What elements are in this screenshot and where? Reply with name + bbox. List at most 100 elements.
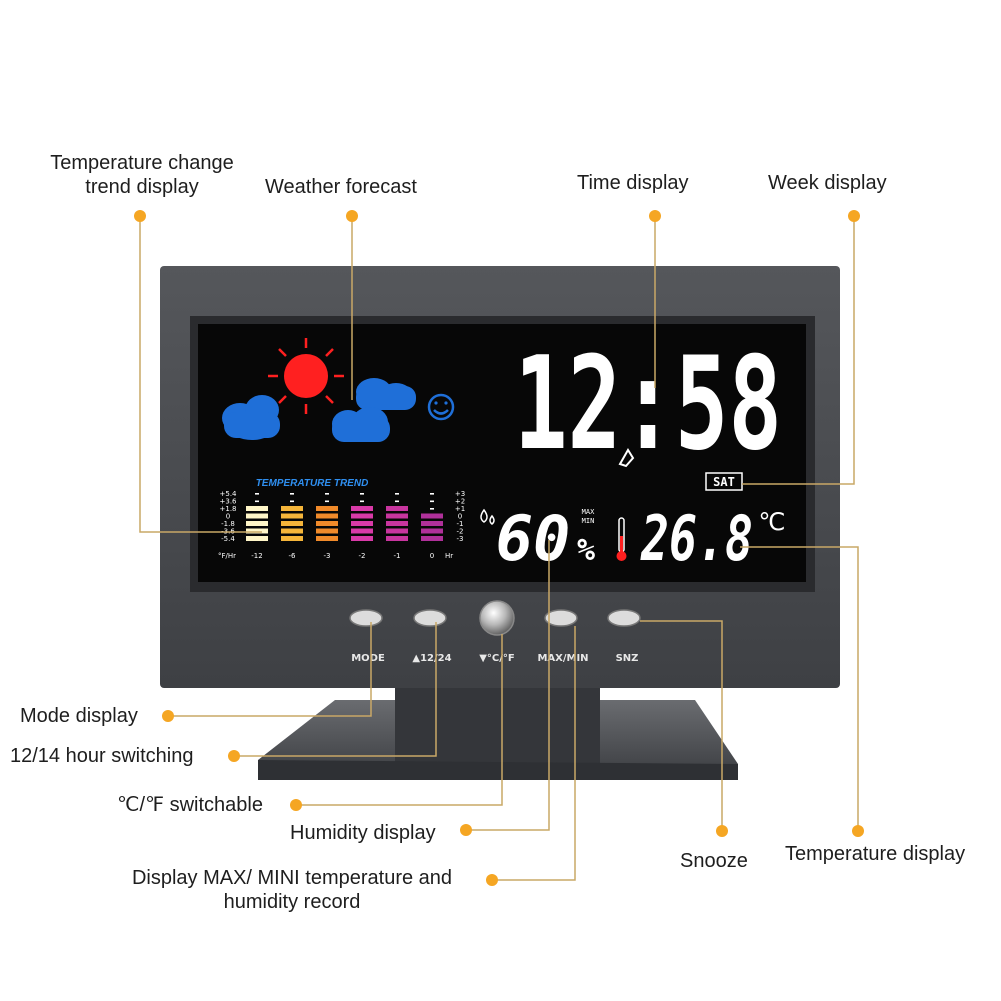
- button-snooze-label: SNZ: [616, 653, 639, 664]
- trend-right-tick: +1: [455, 505, 465, 513]
- label-humidity: Humidity display: [290, 822, 436, 844]
- button-mode[interactable]: MODE: [349, 609, 385, 664]
- label-trend-line2: trend display: [85, 176, 199, 198]
- trend-hour-label: -3: [324, 552, 331, 560]
- trend-bar-segment: [421, 513, 443, 519]
- trend-bar-segment: [316, 528, 338, 534]
- dot-snooze: [716, 825, 728, 837]
- dot-temperature: [852, 825, 864, 837]
- trend-bar-segment: [386, 513, 408, 519]
- dot-trend: [134, 210, 146, 222]
- label-time: Time display: [577, 172, 689, 194]
- leader-lines: [139, 216, 859, 881]
- leader-hour: [234, 622, 437, 757]
- trend-bar-segment: [351, 536, 373, 541]
- dot-hour: [228, 750, 240, 762]
- thermometer-icon: [616, 517, 627, 561]
- trend-bar-segment: [246, 536, 268, 541]
- button-snooze[interactable]: SNZ: [607, 609, 641, 664]
- trend-left-tick: -1.8: [221, 520, 235, 528]
- label-maxmin-line1: Display MAX/ MINI temperature and: [131, 867, 453, 889]
- trend-axis-left: °F/Hr: [218, 552, 236, 560]
- trend-hour-label: -6: [289, 552, 297, 560]
- trend-bar-segment: [421, 536, 443, 541]
- leader-maxmin: [492, 626, 576, 881]
- trend-bar-segment: [281, 521, 303, 526]
- trend-bar-segment: [421, 521, 443, 526]
- trend-bar-segment: [421, 528, 443, 534]
- leader-snooze: [640, 620, 723, 831]
- bell-icon: [618, 448, 635, 468]
- trend-bar-segment: [316, 506, 338, 511]
- label-week: Week display: [768, 172, 887, 194]
- trend-bar-segment: [386, 528, 408, 534]
- weekday-display: SAT: [713, 475, 735, 489]
- trend-left-tick: +1.8: [220, 505, 237, 513]
- trend-bar-segment: [386, 536, 408, 541]
- humidity-unit: %: [577, 533, 595, 568]
- trend-left-tick: +5.4: [220, 490, 238, 498]
- leader-humidity: [466, 540, 550, 831]
- trend-bar-dash: [325, 493, 329, 495]
- leader-week: [742, 216, 855, 485]
- leader-mode: [168, 622, 372, 717]
- trend-left-tick: -5.4: [221, 535, 235, 543]
- trend-bar-segment: [281, 506, 303, 511]
- label-maxmin: Display MAX/ MINI temperature and humidi…: [106, 866, 478, 914]
- button-12-24-label: ▲12/24: [412, 653, 451, 664]
- trend-bar-dash: [395, 493, 399, 495]
- sun-icon: [268, 338, 344, 414]
- trend-right-tick: 0: [458, 513, 462, 521]
- trend-bar-segment: [351, 521, 373, 526]
- trend-bar-segment: [246, 513, 268, 519]
- trend-right-tick: -3: [457, 535, 464, 543]
- min-label: MIN: [582, 517, 595, 525]
- trend-axis-right: Hr: [445, 552, 453, 560]
- trend-hour-label: -1: [394, 552, 401, 560]
- trend-bar-segment: [351, 506, 373, 511]
- dot-mode: [162, 710, 174, 722]
- humidity-value: 60: [496, 502, 571, 575]
- trend-bar-segment: [386, 506, 408, 511]
- trend-bar-segment: [246, 528, 268, 534]
- trend-bar-segment: [281, 513, 303, 519]
- button-max-min-label: MAX/MIN: [537, 653, 588, 664]
- dot-time: [649, 210, 661, 222]
- label-temperature: Temperature display: [785, 843, 966, 865]
- trend-hour-label: -2: [359, 552, 366, 560]
- trend-hour-label: 0: [430, 552, 434, 560]
- trend-bar-segment: [386, 521, 408, 526]
- label-forecast: Weather forecast: [265, 176, 417, 198]
- trend-bar-dash: [395, 500, 399, 503]
- trend-bar-segment: [281, 528, 303, 534]
- trend-right-tick: -2: [457, 528, 464, 536]
- label-maxmin-line2: humidity record: [223, 891, 361, 913]
- button-12-24[interactable]: ▲12/24: [412, 609, 452, 664]
- trend-left-tick: +3.6: [220, 498, 238, 506]
- trend-bars: [246, 493, 443, 541]
- label-mode: Mode display: [20, 705, 138, 727]
- trend-bar-segment: [281, 536, 303, 541]
- trend-right-tick: -1: [457, 520, 464, 528]
- trend-bar-segment: [316, 536, 338, 541]
- button-unit[interactable]: ▼°C/°F: [479, 600, 515, 664]
- weather-forecast-icons: [222, 338, 455, 442]
- dot-forecast: [346, 210, 358, 222]
- trend-bar-dash: [290, 500, 294, 503]
- trend-bar-segment: [246, 506, 268, 511]
- trend-title: TEMPERATURE TREND: [256, 478, 369, 489]
- trend-hour-label: -12: [251, 552, 262, 560]
- label-snooze: Snooze: [680, 850, 748, 872]
- trend-hour-labels: -12 -6 -3 -2 -1 0: [251, 552, 434, 560]
- cloud-icon: [222, 395, 280, 440]
- humidity-drop-icon: [480, 508, 495, 525]
- dot-humidity: [460, 824, 472, 836]
- label-trend-line1: Temperature change: [50, 152, 234, 174]
- button-unit-label: ▼°C/°F: [479, 653, 515, 664]
- trend-bar-segment: [316, 521, 338, 526]
- label-trend: Temperature change trend display: [38, 151, 246, 199]
- button-max-min[interactable]: MAX/MIN: [537, 609, 589, 664]
- trend-bar-dash: [360, 493, 364, 495]
- trend-bar-segment: [351, 513, 373, 519]
